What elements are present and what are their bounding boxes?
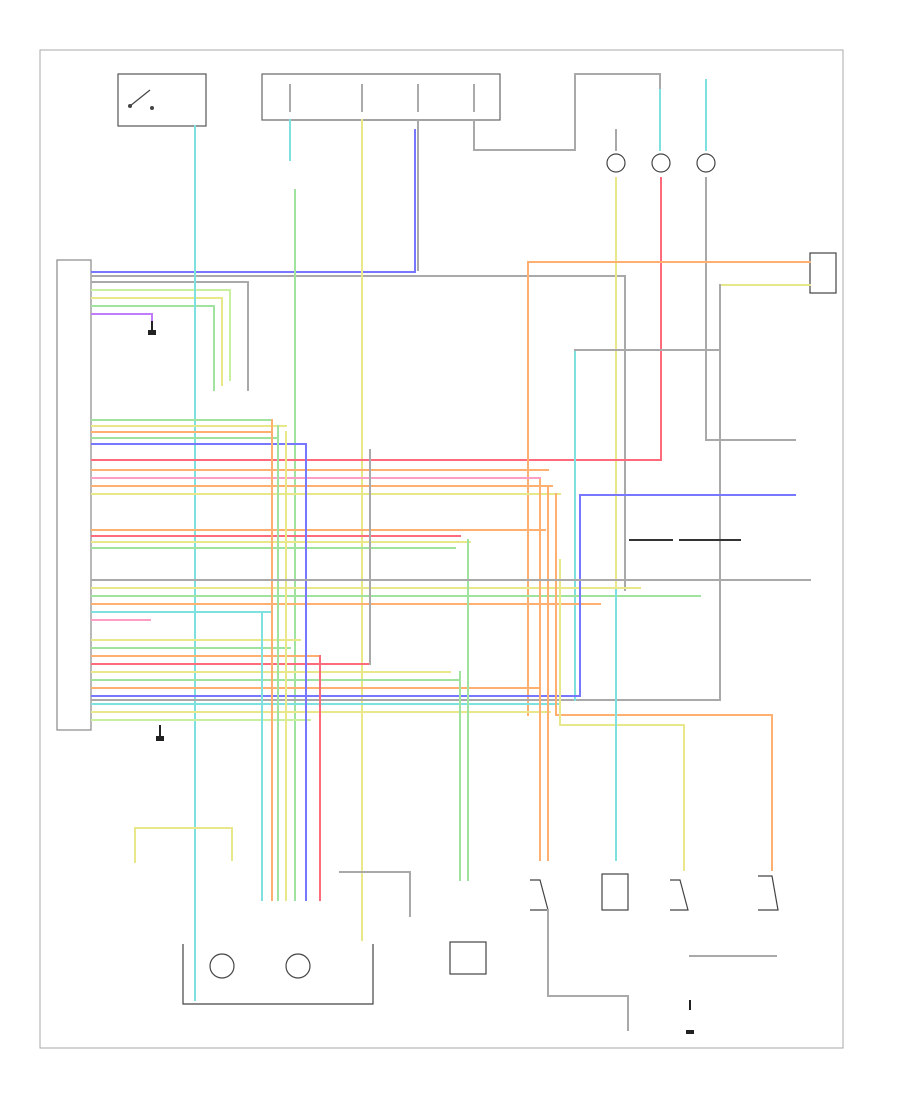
wire-red-r2 bbox=[91, 177, 662, 461]
ground-center bbox=[148, 320, 156, 335]
wire-gray-long bbox=[91, 284, 721, 701]
wire-gray-top bbox=[91, 275, 626, 591]
wire-gray-br bbox=[339, 871, 411, 917]
ignition-switch bbox=[117, 73, 207, 127]
diagram-border bbox=[39, 49, 844, 1049]
wire-orange-dn4 bbox=[555, 493, 773, 871]
relay-bulbs bbox=[606, 153, 716, 173]
wire-green-1 bbox=[91, 305, 215, 391]
wire-gray-f4 bbox=[473, 73, 661, 151]
chassis-ground bbox=[686, 1000, 694, 1034]
ground-bottom bbox=[156, 725, 164, 741]
wire-violet-ground bbox=[91, 313, 153, 321]
right-connector bbox=[809, 252, 837, 294]
motor-block bbox=[182, 944, 374, 1005]
wire-yellow-bl bbox=[134, 827, 233, 863]
wire-lg-1 bbox=[91, 289, 231, 381]
wire-blue-top bbox=[91, 129, 416, 273]
bottom-switches bbox=[530, 873, 779, 911]
wire-gray-2 bbox=[91, 281, 249, 391]
fuse-box bbox=[261, 73, 501, 121]
control-module bbox=[56, 259, 92, 731]
wire-harness bbox=[91, 73, 811, 1031]
wire-gray-sw bbox=[547, 909, 629, 1031]
wire-yellow-dn4 bbox=[559, 559, 685, 871]
wire-gray-r3 bbox=[705, 177, 796, 441]
wire-yellow-1 bbox=[91, 297, 223, 386]
diode-block bbox=[449, 941, 487, 975]
